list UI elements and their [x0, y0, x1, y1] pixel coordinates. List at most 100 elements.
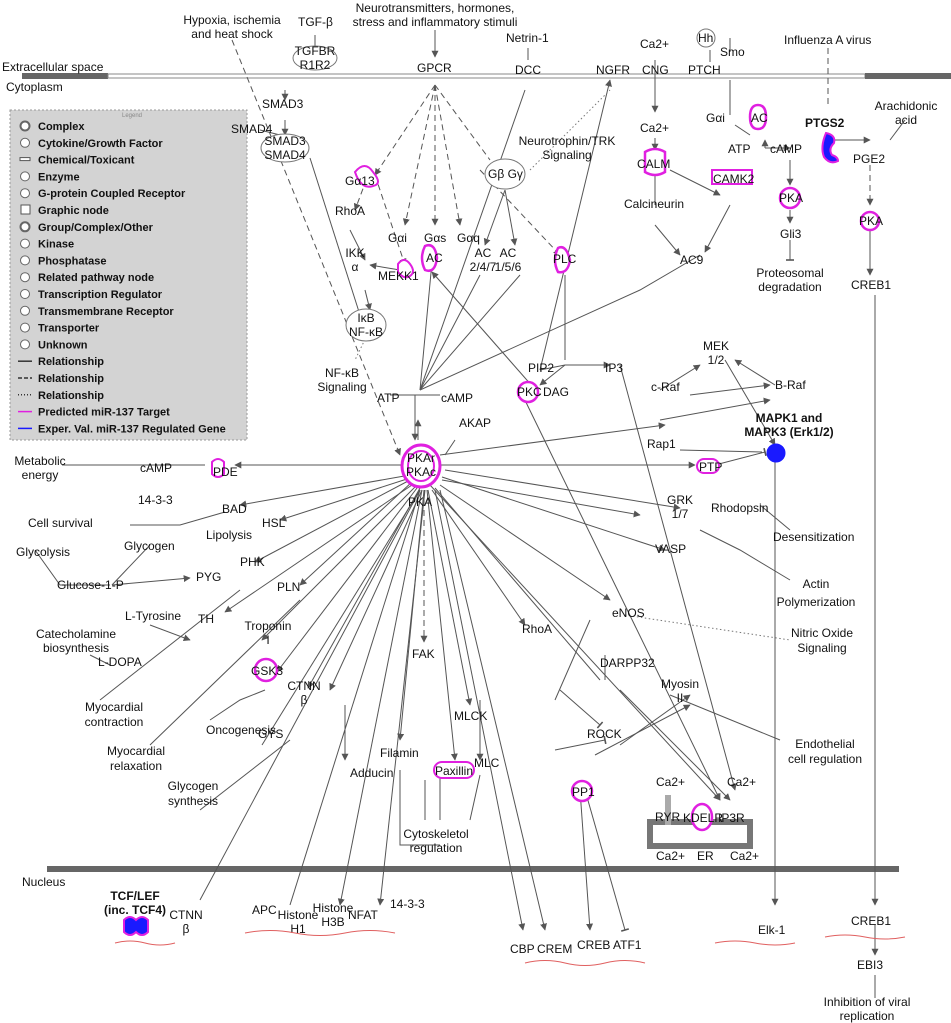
rhoa-low-node: RhoA	[522, 622, 552, 636]
braf-node: B-Raf	[775, 378, 806, 392]
nfat-node: NFAT	[348, 908, 378, 922]
gbg-complex	[484, 158, 526, 190]
legend-label: Transmembrane Receptor	[38, 306, 174, 318]
legend-label: Relationship	[38, 373, 104, 385]
ptgs2-node	[821, 131, 840, 164]
complex-icon	[19, 120, 31, 132]
gas-node: Gαs	[424, 231, 446, 245]
ltyrosine-label: L-Tyrosine	[125, 609, 181, 623]
darpp-node: DARPP32	[600, 656, 655, 670]
tgfb-node: TGF-β	[298, 15, 333, 29]
legend-label: Transcription Regulator	[38, 289, 163, 301]
gys-node: GYS	[258, 727, 283, 741]
legend-label: Exper. Val. miR-137 Regulated Gene	[38, 423, 226, 435]
influenza-label: Influenza A virus	[784, 33, 871, 47]
pde-node: PDE	[213, 465, 238, 479]
netrin-node: Netrin-1	[506, 31, 549, 45]
ca-er2-node: Ca2+	[727, 775, 756, 789]
ptp-node: PTP	[699, 460, 722, 474]
kdelr-shape	[690, 802, 714, 832]
ga13-node: Gα13	[345, 174, 375, 188]
oncogenesis-label: Oncogenesis	[206, 723, 276, 737]
gpcr-node: GPCR	[417, 61, 452, 75]
mekk1-shape	[397, 259, 414, 279]
ga13-shape	[353, 165, 379, 188]
legend-label: Enzyme	[38, 171, 80, 183]
er-label: ER	[697, 849, 714, 863]
rock-node: ROCK	[587, 727, 622, 741]
pka-mid-shape	[778, 186, 802, 210]
kdelr-node: KDELR	[683, 811, 723, 825]
cytokine-icon	[20, 137, 30, 148]
gsk3-node: GSK3	[251, 664, 283, 678]
crem-node: CREM	[537, 942, 572, 956]
calm-shape	[643, 147, 667, 177]
mapk-node	[766, 443, 786, 463]
bad-node: BAD	[222, 502, 247, 516]
ip3-node: IP3	[605, 361, 623, 375]
pge2-node: PGE2	[853, 152, 885, 166]
lipolysis-label: Lipolysis	[206, 528, 252, 542]
atf1-node: ATF1	[613, 938, 642, 952]
pka-right-node: PKA	[859, 214, 883, 228]
legend-box	[9, 109, 248, 441]
fak-node: FAK	[412, 647, 435, 661]
extracellular-label: Extracellular space	[2, 60, 104, 74]
ptgs2-label: PTGS2	[805, 116, 845, 130]
craf-node: c-Raf	[651, 380, 680, 394]
gli3-node: Gli3	[780, 227, 802, 241]
smad34-complex	[260, 133, 310, 163]
calm-node: CALM	[637, 157, 670, 171]
enos-node: eNOS	[612, 606, 645, 620]
atp-node: ATP	[377, 391, 399, 405]
camp-left-node: cAMP	[140, 461, 172, 475]
akap-node: AKAP	[459, 416, 491, 430]
pkc-shape	[516, 380, 540, 404]
legend-label: Kinase	[38, 239, 74, 251]
smad3-node: SMAD3	[262, 97, 304, 111]
ca-er1-node: Ca2+	[656, 775, 685, 789]
plasma-membrane	[22, 73, 951, 79]
legend-title: Legend	[122, 113, 142, 119]
th-node: TH	[198, 612, 214, 626]
dcc-node: DCC	[515, 63, 541, 77]
pkc-node: PKC	[517, 385, 542, 399]
glycolysis-label: Glycolysis	[16, 545, 70, 559]
legend-label: Transporter	[38, 323, 100, 335]
smo-node: Smo	[720, 45, 745, 59]
mlc-node: MLC	[474, 756, 500, 770]
ac-top-node: AC	[751, 111, 768, 125]
ip3r-node: IP3R	[718, 811, 745, 825]
ac-mid-shape	[420, 244, 439, 272]
camk2-node: CAMK2	[713, 172, 755, 186]
rhodopsin-node: Rhodopsin	[711, 501, 768, 515]
legend-label: Graphic node	[38, 205, 109, 217]
creb-node: CREB	[577, 938, 610, 952]
gaq-node: Gαq	[457, 231, 480, 245]
enzyme-icon	[20, 171, 30, 182]
pyg-node: PYG	[196, 570, 221, 584]
legend-label: Unknown	[38, 339, 88, 351]
smad4-node: SMAD4	[231, 122, 273, 136]
legend-label: Complex	[38, 121, 85, 133]
gbg-node: Gβ Gγ	[488, 167, 523, 181]
hh-node: Hh	[698, 31, 713, 45]
elk1-node: Elk-1	[758, 923, 786, 937]
plc-shape	[553, 246, 572, 274]
transmembrane-receptor-icon	[20, 305, 30, 316]
